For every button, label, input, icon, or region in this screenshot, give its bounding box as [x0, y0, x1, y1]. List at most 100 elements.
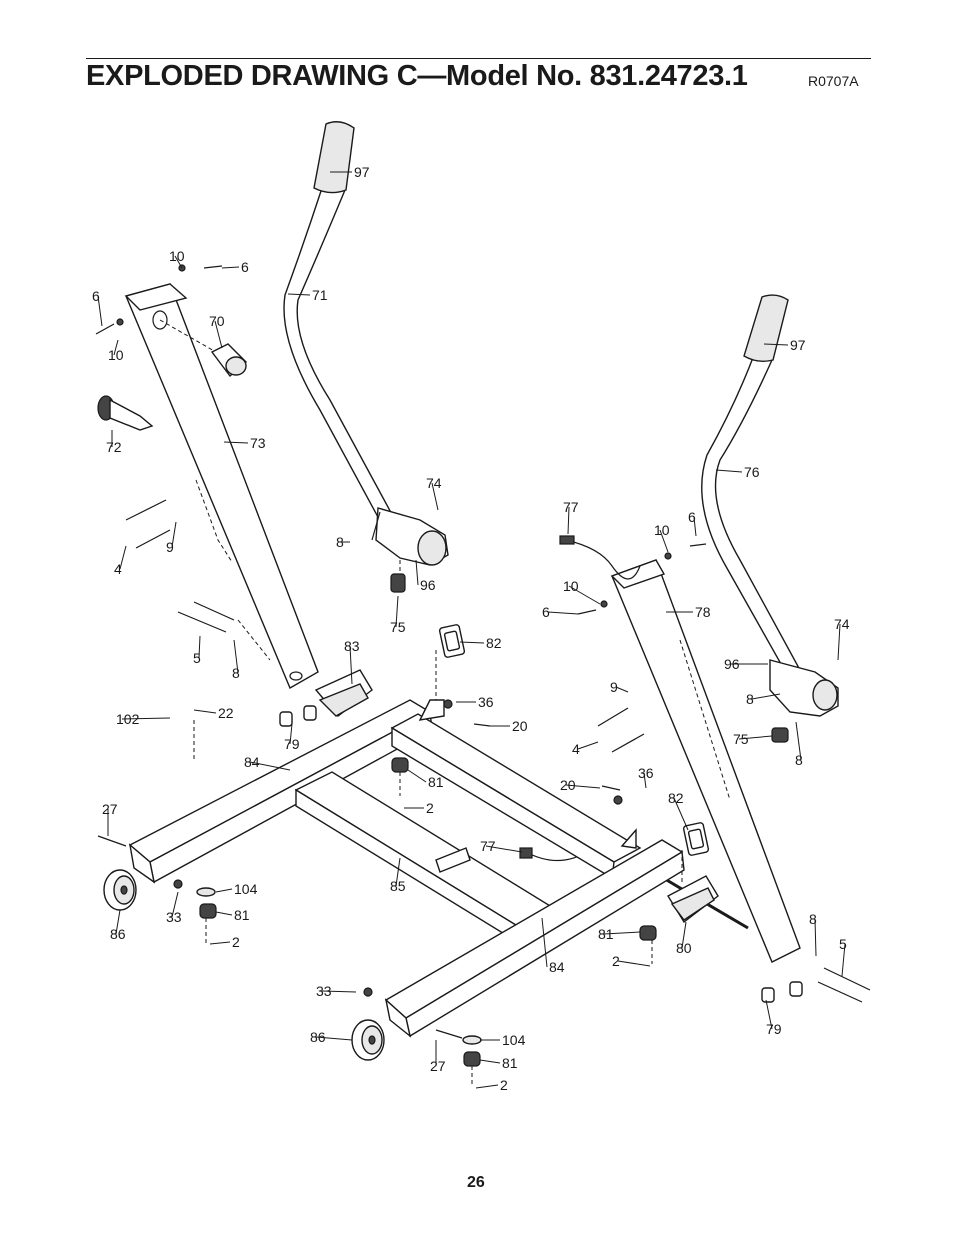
callout-leader	[738, 735, 773, 740]
callout-6: 6	[241, 259, 249, 275]
callout-8: 8	[746, 691, 754, 707]
bushings	[279, 705, 803, 1003]
callout-leader	[97, 295, 103, 327]
callout-5: 5	[839, 936, 847, 952]
callout-leader	[603, 931, 641, 935]
callout-leader	[119, 545, 127, 570]
callout-leader	[407, 769, 427, 783]
callout-leader	[174, 255, 183, 269]
callout-4: 4	[114, 561, 122, 577]
callout-6: 6	[542, 604, 550, 620]
callout-leader	[321, 990, 357, 993]
callout-2: 2	[232, 934, 240, 950]
callout-81: 81	[598, 926, 614, 942]
callout-79: 79	[766, 1021, 782, 1037]
callout-27: 27	[102, 801, 118, 817]
callout-20: 20	[512, 718, 528, 734]
right-upright	[610, 559, 801, 963]
callout-leader	[215, 888, 233, 893]
callout-leader	[395, 595, 399, 628]
callout-leader	[643, 772, 647, 789]
right-handlebar	[701, 294, 839, 743]
callout-80: 80	[676, 940, 692, 956]
callout-leader	[171, 521, 177, 548]
callout-9: 9	[166, 539, 174, 555]
callout-10: 10	[654, 522, 670, 538]
callout-leader	[221, 266, 240, 269]
callout-leader	[567, 506, 570, 535]
callout-leader	[751, 693, 781, 700]
left-handlebar	[283, 121, 449, 593]
knob-parts	[97, 343, 248, 431]
callout-75: 75	[733, 731, 749, 747]
base-frame	[128, 699, 685, 1038]
hinge-plates	[314, 669, 719, 924]
callout-leader	[617, 960, 651, 967]
callout-leader	[289, 723, 293, 745]
callout-leader	[115, 909, 121, 935]
callout-leader	[479, 1059, 501, 1064]
callout-78: 78	[695, 604, 711, 620]
callout-75: 75	[390, 619, 406, 635]
left-upright	[124, 283, 319, 690]
callout-leader	[459, 641, 485, 644]
callout-82: 82	[486, 635, 502, 651]
callout-85: 85	[390, 878, 406, 894]
callout-leader	[568, 585, 601, 605]
callout-104: 104	[502, 1032, 526, 1048]
callout-82: 82	[668, 790, 684, 806]
callout-8: 8	[795, 752, 803, 768]
callout-leader	[615, 686, 629, 693]
callout-10: 10	[108, 347, 124, 363]
callout-81: 81	[234, 907, 250, 923]
callout-74: 74	[426, 475, 442, 491]
wheels	[103, 869, 385, 1061]
callout-36: 36	[638, 765, 654, 781]
callout-71: 71	[312, 287, 328, 303]
callout-104: 104	[234, 881, 258, 897]
callout-70: 70	[209, 313, 225, 329]
callout-leader	[673, 797, 689, 831]
callout-2: 2	[500, 1077, 508, 1093]
callout-leader	[113, 339, 119, 356]
callout-leader	[287, 293, 311, 296]
page-title: EXPLODED DRAWING C—Model No. 831.24723.1	[86, 60, 748, 92]
callout-74: 74	[834, 616, 850, 632]
callout-leader	[547, 611, 579, 615]
callout-8: 8	[336, 534, 344, 550]
callout-77: 77	[480, 838, 496, 854]
drawing-code: R0707A	[808, 73, 859, 89]
callout-10: 10	[169, 248, 185, 264]
callout-leader	[841, 943, 846, 977]
callout-97: 97	[790, 337, 806, 353]
callout-leader	[837, 623, 841, 661]
callout-36: 36	[478, 694, 494, 710]
callout-2: 2	[426, 800, 434, 816]
callout-leader	[121, 717, 171, 720]
callout-leader	[565, 784, 601, 789]
callout-leader	[485, 845, 523, 853]
callout-81: 81	[428, 774, 444, 790]
callout-77: 77	[563, 499, 579, 515]
callout-leader	[214, 320, 223, 349]
callout-33: 33	[316, 983, 332, 999]
callout-96: 96	[420, 577, 436, 593]
callout-102: 102	[116, 711, 140, 727]
page-number: 26	[467, 1174, 485, 1191]
callout-6: 6	[92, 288, 100, 304]
callout-76: 76	[744, 464, 760, 480]
callout-leader	[249, 761, 291, 771]
callout-leader	[415, 559, 419, 586]
callout-leader	[193, 709, 217, 714]
callout-33: 33	[166, 909, 182, 925]
callout-leader	[475, 1084, 499, 1089]
callout-leader	[215, 911, 233, 916]
callout-22: 22	[218, 705, 234, 721]
callout-leader	[349, 645, 353, 685]
callout-leader	[431, 482, 439, 511]
callout-5: 5	[193, 650, 201, 666]
callout-83: 83	[344, 638, 360, 654]
